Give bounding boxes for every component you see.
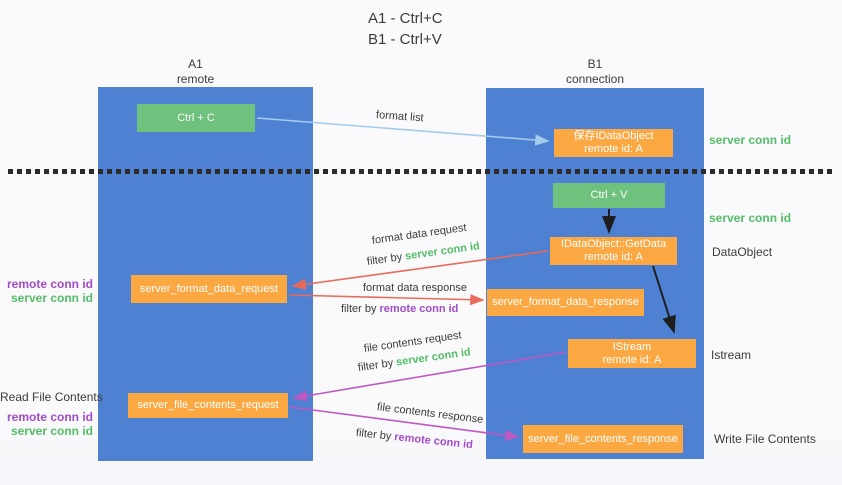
format-data-response-label: format data response xyxy=(363,282,467,294)
getdata-line1: IDataObject::GetData xyxy=(560,238,667,250)
istream-line2: remote id: A xyxy=(602,353,662,366)
diagram-title: A1 - Ctrl+C B1 - Ctrl+V xyxy=(368,8,443,50)
filter-by-text: filter by xyxy=(357,357,394,374)
getdata-line2: remote id: A xyxy=(584,251,643,263)
format-data-response-arrow xyxy=(288,294,485,306)
column-a-name: A1 xyxy=(188,57,203,71)
filter-by-text: filter by xyxy=(355,427,392,443)
filter-by-text: filter by xyxy=(366,251,403,268)
server-file-contents-response-box: server_file_contents_response xyxy=(523,425,683,453)
remote-conn-id-text: remote conn id xyxy=(393,431,474,452)
remote-conn-id-label: remote conn id xyxy=(6,277,93,291)
write-file-contents-label: Write File Contents xyxy=(714,432,816,446)
column-a-role: remote xyxy=(176,72,215,86)
ctrl-c-label: Ctrl + C xyxy=(177,111,215,124)
save-idataobject-line1: 保存IDataObject xyxy=(573,130,654,142)
column-b-header: B1 connection xyxy=(486,57,704,87)
server-conn-id-text: server conn id xyxy=(395,346,472,369)
read-file-contents-label: Read File Contents xyxy=(0,390,103,404)
server-file-contents-request-label: server_file_contents_request xyxy=(137,399,279,411)
ctrl-v-box: Ctrl + V xyxy=(553,183,665,208)
column-a-header: A1 remote xyxy=(88,57,303,87)
ctrl-v-label: Ctrl + V xyxy=(590,189,628,201)
file-contents-response-label: file contents response xyxy=(376,401,484,426)
dataobject-label: DataObject xyxy=(712,245,773,259)
server-conn-id-right-top: server conn id xyxy=(709,133,791,147)
istream-box: IStream remote id: A xyxy=(568,339,696,368)
remote-conn-id-text: remote conn id xyxy=(379,303,459,315)
server-format-data-request-label: server_format_data_request xyxy=(139,282,279,295)
left-conn-id-group-top: remote conn id server conn id xyxy=(0,277,93,305)
filter-by-remote-conn-id-label-1: filter by remote conn id xyxy=(341,303,458,315)
remote-conn-id-label: remote conn id xyxy=(6,410,93,424)
server-conn-id-label: server conn id xyxy=(10,424,93,438)
left-conn-id-group-bottom: remote conn id server conn id xyxy=(0,410,93,438)
save-idataobject-line2: remote id: A xyxy=(584,143,643,155)
server-conn-id-label: server conn id xyxy=(709,133,792,147)
filter-by-text: filter by xyxy=(341,303,377,315)
copy-paste-separator-line xyxy=(8,169,834,174)
server-file-contents-response-label: server_file_contents_response xyxy=(528,432,678,445)
istream-line1: IStream xyxy=(612,340,652,353)
server-conn-id-text: server conn id xyxy=(404,240,481,263)
server-format-data-request-box: server_format_data_request xyxy=(131,275,287,303)
idataobject-getdata-box: IDataObject::GetData remote id: A xyxy=(550,237,677,265)
istream-side-label: Istream xyxy=(711,348,752,362)
server-format-data-response-box: server_format_data_response xyxy=(487,289,644,316)
server-conn-id-label: server conn id xyxy=(10,291,93,305)
title-line-1: A1 - Ctrl+C xyxy=(368,10,443,27)
ctrl-c-box: Ctrl + C xyxy=(137,104,255,132)
server-conn-id-label: server conn id xyxy=(709,211,792,225)
title-line-2: B1 - Ctrl+V xyxy=(368,31,442,48)
format-list-label: format list xyxy=(375,109,424,125)
save-idataobject-box: 保存IDataObject remote id: A xyxy=(554,129,673,157)
server-conn-id-right-mid: server conn id xyxy=(709,211,791,225)
server-format-data-response-label: server_format_data_response xyxy=(492,296,639,308)
column-b-role: connection xyxy=(565,72,625,86)
server-file-contents-request-box: server_file_contents_request xyxy=(128,393,288,418)
column-b-name: B1 xyxy=(587,57,603,71)
filter-by-remote-conn-id-label-2: filter by remote conn id xyxy=(355,427,473,451)
